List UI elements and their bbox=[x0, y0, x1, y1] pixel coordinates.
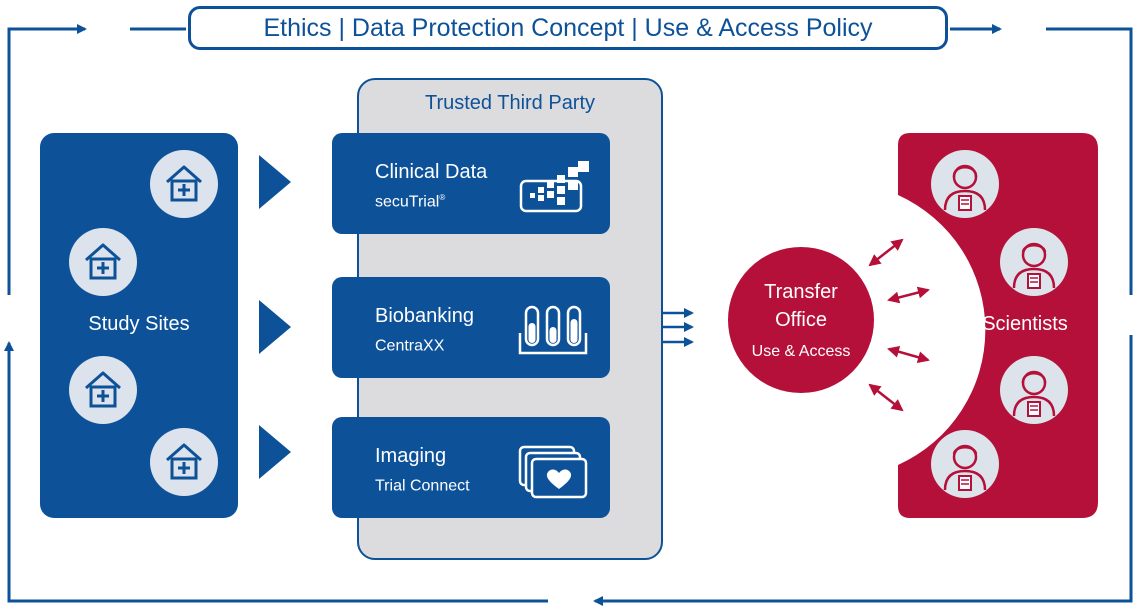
card-subtitle: CentraXX bbox=[375, 337, 445, 355]
imaging-card: Imaging Trial Connect bbox=[332, 417, 610, 518]
flow-chevron bbox=[259, 300, 291, 354]
flow-chevron bbox=[259, 425, 291, 479]
hospital-icon bbox=[150, 150, 218, 218]
trusted-third-party-title: Trusted Third Party bbox=[424, 92, 596, 114]
scientists-panel bbox=[898, 133, 1098, 518]
policy-label: Ethics | Data Protection Concept | Use &… bbox=[263, 13, 873, 42]
transfer-office-line2: Office bbox=[775, 309, 827, 331]
policy-banner: Ethics | Data Protection Concept | Use &… bbox=[188, 6, 948, 50]
transfer-office-line3: Use & Access bbox=[751, 343, 851, 360]
exchange-arrows bbox=[868, 238, 930, 412]
test-tubes-icon bbox=[518, 305, 590, 362]
outer-loop-arrows bbox=[3, 24, 1133, 606]
transfer-office: Transfer Office Use & Access bbox=[728, 247, 874, 393]
card-title: Imaging bbox=[375, 445, 447, 467]
flow-chevron bbox=[259, 155, 291, 209]
heart-images-icon bbox=[518, 445, 590, 504]
scientist-icon bbox=[1000, 356, 1068, 424]
card-subtitle: Trial Connect bbox=[375, 477, 470, 495]
hospital-icon bbox=[69, 356, 137, 424]
clinical-data-card: Clinical Data secuTrial® bbox=[332, 133, 610, 234]
scientist-icon bbox=[931, 430, 999, 498]
scientists-label: Scientists bbox=[982, 313, 1068, 335]
study-sites-label: Study Sites bbox=[88, 313, 190, 335]
card-title: Clinical Data bbox=[375, 161, 488, 183]
data-blocks-icon bbox=[518, 161, 590, 218]
hospital-icon bbox=[150, 428, 218, 496]
card-subtitle: secuTrial® bbox=[375, 193, 446, 211]
card-title: Biobanking bbox=[375, 305, 474, 327]
biobanking-card: Biobanking CentraXX bbox=[332, 277, 610, 378]
hospital-icon bbox=[69, 228, 137, 296]
transfer-office-line1: Transfer bbox=[764, 281, 838, 303]
scientist-icon bbox=[931, 150, 999, 218]
scientist-icon bbox=[1000, 228, 1068, 296]
